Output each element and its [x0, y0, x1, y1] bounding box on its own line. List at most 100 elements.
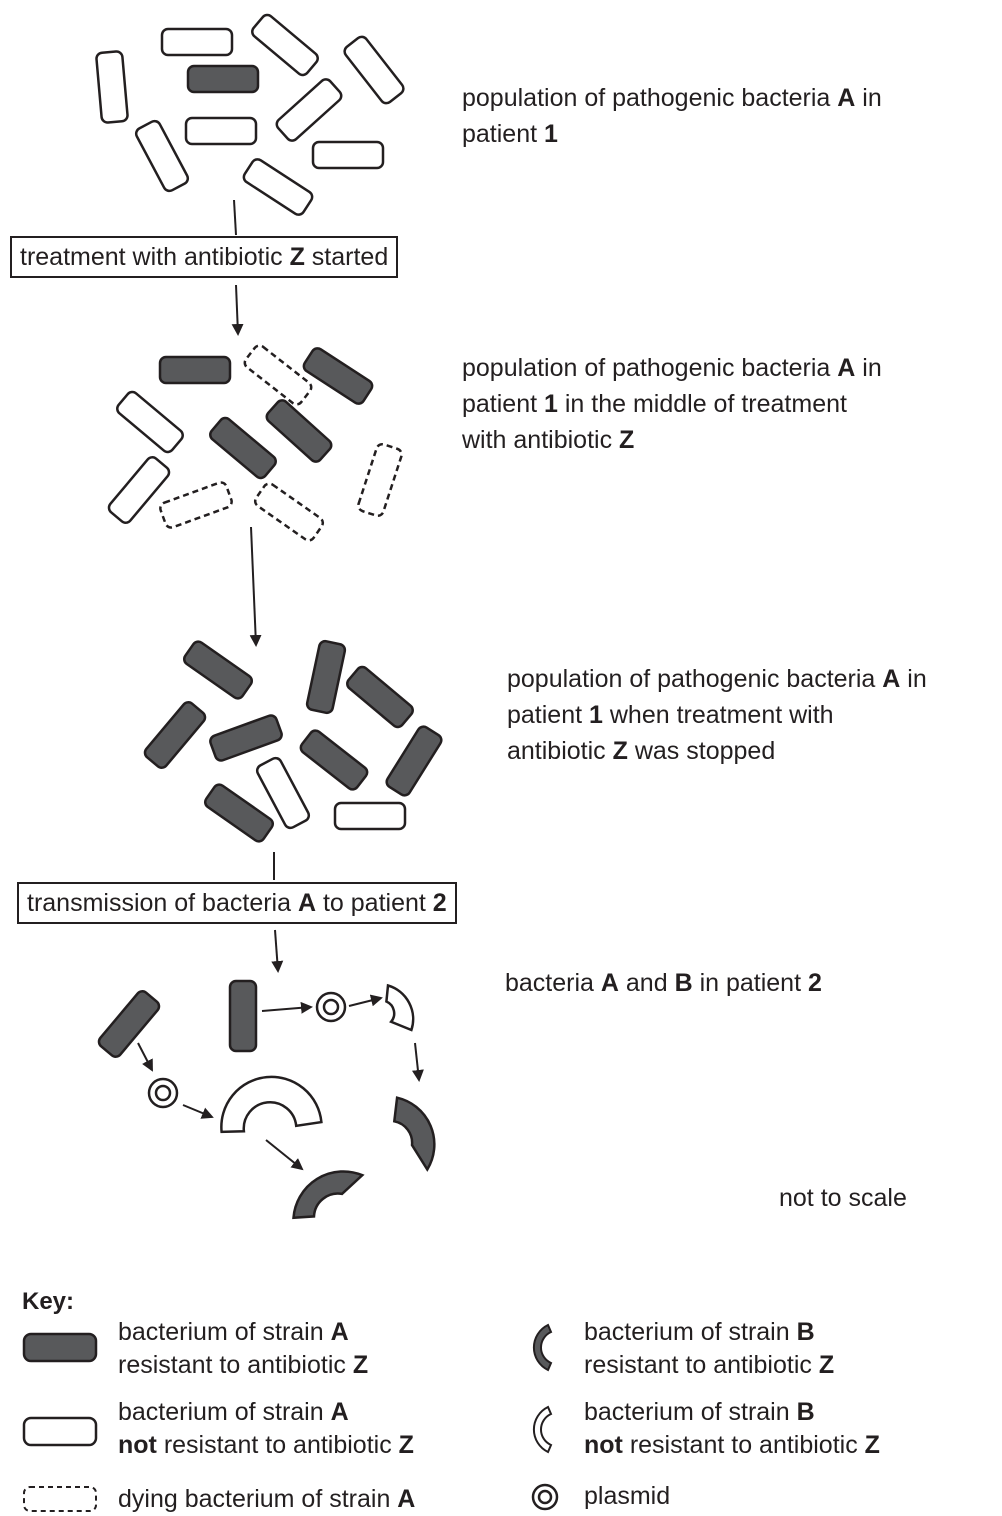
label-text: antibiotic: [507, 737, 613, 765]
label-bold: B: [796, 1398, 815, 1426]
population-stage-1: [95, 13, 405, 216]
label-bold: 2: [807, 969, 822, 997]
key-item-not-resistant-strain-b: bacterium of strain B not resistant to a…: [584, 1396, 880, 1462]
label-text: bacterium of strain: [118, 1398, 331, 1426]
bacterium-a-resistant: [228, 979, 258, 1053]
transfer-arrows: [137, 994, 424, 1171]
label-bold: A: [330, 1398, 349, 1426]
label-bold: A: [330, 1318, 349, 1346]
flow-arrow: [411, 1042, 424, 1082]
stage-2-label: population of pathogenic bacteria A in p…: [462, 350, 882, 458]
label-text: in: [900, 665, 927, 693]
bacterium-a-resistant: [203, 783, 275, 843]
label-text: in: [855, 354, 882, 382]
label-bold: B: [796, 1318, 815, 1346]
label-bold: 1: [544, 120, 558, 148]
bacterium-a-resistant: [209, 714, 283, 762]
label-text: in the middle of treatment: [557, 390, 847, 418]
bacterium-b-not-resistant: [385, 983, 415, 1032]
label-text: resistant to antibiotic: [118, 1351, 353, 1379]
bacterium-a-not-resistant: [255, 756, 311, 830]
label-bold: B: [674, 969, 693, 997]
bacterium-a-dying: [253, 482, 325, 542]
bacterium-a-resistant: [209, 416, 277, 480]
resistant-strain-b-icon: [532, 1323, 553, 1372]
resistant-strain-a-icon: [22, 1332, 98, 1363]
key-item-resistant-strain-a: bacterium of strain A resistant to antib…: [118, 1316, 368, 1382]
bacterium-a-dying: [159, 481, 233, 529]
stage-1-label: population of pathogenic bacteria A in p…: [462, 80, 882, 152]
label-bold: A: [837, 354, 856, 382]
bacterium-a-dying: [243, 344, 313, 406]
stage-3-label: population of pathogenic bacteria A in p…: [507, 661, 927, 769]
stage-4-label: bacteria A and B in patient 2: [505, 965, 822, 1001]
label-bold: Z: [289, 243, 305, 271]
label-bold: not: [584, 1431, 623, 1459]
bacterium-a-not-resistant: [333, 801, 407, 831]
label-text: bacterium of strain: [118, 1318, 331, 1346]
bacterium-a-not-resistant: [107, 456, 171, 524]
bacterium-b-resistant: [292, 1170, 365, 1220]
label-text: patient: [507, 701, 590, 729]
label-bold: 1: [544, 390, 558, 418]
label-text: population of pathogenic bacteria: [507, 665, 883, 693]
label-text: plasmid: [584, 1482, 671, 1510]
bacterium-a-not-resistant: [134, 119, 190, 193]
population-stage-3: [143, 639, 443, 843]
label-text: bacterium of strain: [584, 1398, 797, 1426]
population-stage-2: [107, 344, 403, 542]
label-text: with antibiotic: [462, 426, 620, 454]
flow-arrow: [182, 1104, 214, 1119]
flow-arrow: [261, 1001, 313, 1014]
not-to-scale-note: not to scale: [779, 1184, 907, 1212]
label-text: started: [304, 243, 389, 271]
transmission-box: transmission of bacteria A to patient 2: [17, 882, 457, 924]
label-text: to patient: [316, 889, 433, 917]
label-text: bacteria: [505, 969, 601, 997]
flow-arrow: [231, 284, 244, 336]
plasmid: [315, 991, 347, 1023]
flow-arrow: [249, 526, 262, 647]
bacterium-a-resistant: [158, 355, 232, 385]
bacterium-a-resistant: [143, 701, 207, 769]
bacterium-a-resistant: [182, 640, 254, 700]
not-resistant-strain-a-icon: [22, 1416, 98, 1447]
bacterium-a-not-resistant: [116, 390, 184, 454]
label-text: population of pathogenic bacteria: [462, 84, 838, 112]
label-bold: Z: [612, 737, 628, 765]
key-item-plasmid: plasmid: [584, 1480, 670, 1513]
label-bold: Z: [818, 1351, 835, 1379]
label-text: in: [855, 84, 882, 112]
label-bold: not: [118, 1431, 157, 1459]
bacterium-b-not-resistant: [220, 1075, 323, 1134]
label-text: when treatment with: [602, 701, 834, 729]
not-resistant-strain-b-icon: [532, 1405, 553, 1454]
label-text: was stopped: [627, 737, 776, 765]
bacterium-a-resistant: [305, 639, 347, 715]
flow-arrow: [271, 929, 284, 973]
key-title: Key:: [22, 1288, 75, 1315]
flow-arrow: [265, 1139, 304, 1171]
label-bold: Z: [619, 426, 635, 454]
label-bold: A: [397, 1485, 416, 1513]
connector-line: [233, 199, 237, 236]
plasmid-icon: [531, 1483, 559, 1511]
bacterium-a-resistant: [385, 725, 443, 797]
label-text: transmission of bacteria: [27, 889, 298, 917]
key-item-dying-strain-a: dying bacterium of strain A: [118, 1483, 415, 1516]
label-text: treatment with antibiotic: [20, 243, 290, 271]
label-bold: A: [837, 84, 856, 112]
bacterium-a-resistant: [299, 729, 369, 791]
label-text: population of pathogenic bacteria: [462, 354, 838, 382]
bacterium-a-dying: [357, 443, 403, 517]
key-icons: [22, 1323, 559, 1512]
label-text: resistant to antibiotic: [156, 1431, 399, 1459]
label-text: dying bacterium of strain: [118, 1485, 398, 1513]
treatment-started-box: treatment with antibiotic Z started: [10, 236, 399, 278]
bacterium-a-not-resistant: [184, 116, 258, 146]
bacterium-b-resistant: [392, 1096, 436, 1172]
bacterium-a-not-resistant: [343, 35, 405, 105]
label-text: bacterium of strain: [584, 1318, 797, 1346]
population-stage-4: [97, 979, 436, 1220]
